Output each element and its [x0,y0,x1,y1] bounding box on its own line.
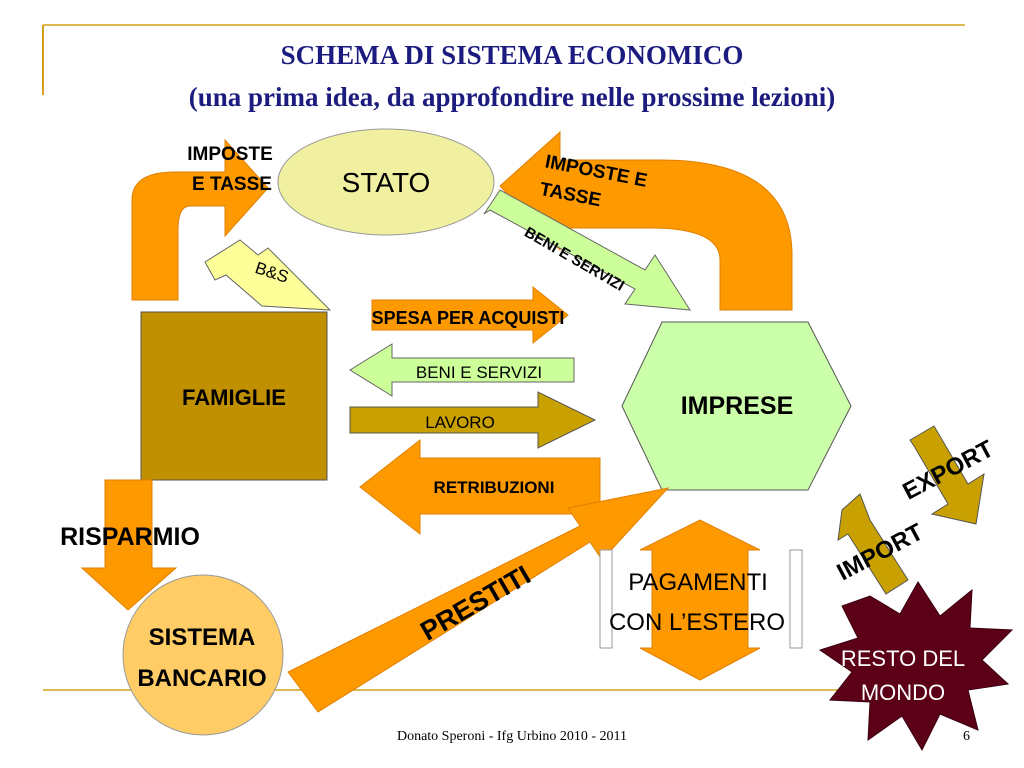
stato-node [277,128,495,236]
spesa-acquisti-label: SPESA PER ACQUISTI [372,308,565,328]
resto-del-mondo-node [818,581,1014,752]
beni-servizi-label: BENI E SERVIZI [416,363,542,382]
prestiti-arrow [287,487,670,713]
bs-arrow [204,239,332,311]
slide-title: SCHEMA DI SISTEMA ECONOMICO [280,40,744,70]
famiglie-node [140,311,328,481]
imposte-tasse-left-label-line1: IMPOSTE [187,144,273,165]
imposte-tasse-right-arrow [499,130,793,311]
page-number: 6 [963,729,970,744]
beni-servizi-arrow [349,343,575,397]
retribuzioni-arrow [359,438,601,536]
lavoro-arrow [349,391,597,449]
sistema-bancario-label-line1: SISTEMA [149,624,256,651]
imprese-node [621,321,852,491]
footer-credit: Donato Speroni - Ifg Urbino 2010 - 2011 [396,729,628,744]
import-arrow [837,493,909,595]
imposte-tasse-left-label-line2: E TASSE [192,174,272,195]
export-arrow [909,425,985,525]
famiglie-label: FAMIGLIE [182,385,286,410]
stato-label: STATO [342,167,431,198]
pagamenti-label-line2: CON L’ESTERO [609,609,785,636]
risparmio-label: RISPARMIO [60,523,200,551]
sistema-bancario-label-line2: BANCARIO [137,665,266,692]
pagamenti-side-bars [599,549,803,649]
pagamenti-double-arrow [639,519,761,681]
sistema-bancario-node [122,574,284,736]
retribuzioni-label: RETRIBUZIONI [434,478,555,497]
lavoro-label: LAVORO [425,413,495,432]
resto-del-mondo-label-line2: MONDO [861,680,945,705]
beni-servizi-stato-arrow [483,189,691,311]
risparmio-arrow [80,479,178,611]
resto-del-mondo-label-line1: RESTO DEL [841,646,965,671]
slide-subtitle: (una prima idea, da approfondire nelle p… [188,82,836,112]
imprese-label: IMPRESE [681,392,794,420]
pagamenti-label-line1: PAGAMENTI [628,569,768,596]
spesa-acquisti-arrow [371,285,569,345]
imposte-tasse-left-arrow [131,138,269,301]
